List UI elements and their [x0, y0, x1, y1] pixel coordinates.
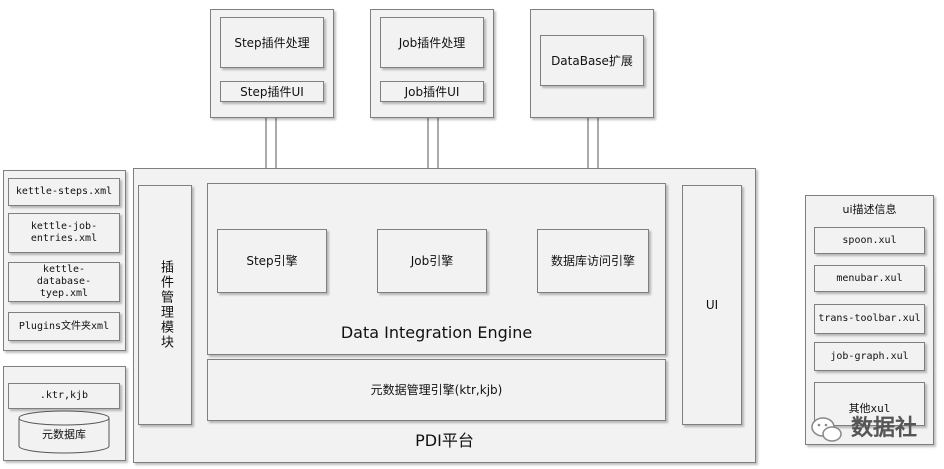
metadata-db-label: 元数据库: [42, 428, 86, 441]
ui-file-job-graph: job-graph.xul: [814, 342, 925, 371]
database-access-engine: 数据库访问引擎: [537, 229, 649, 293]
ui-info-title: ui描述信息: [842, 203, 897, 216]
ui-module: UI: [682, 185, 742, 425]
ui-file-trans-toolbar: trans-toolbar.xul: [814, 304, 925, 334]
watermark: 数据社: [808, 410, 938, 450]
job-plugin-ui: Job插件UI: [380, 81, 484, 102]
ui-file-menubar: menubar.xul: [814, 265, 925, 292]
engine-title: Data Integration Engine: [340, 323, 533, 342]
ui-file-spoon: spoon.xul: [814, 227, 925, 254]
file-ktr-kjb: .ktr,kjb: [8, 383, 120, 409]
watermark-text: 数据社: [850, 416, 917, 441]
file-kettle-job-entries: kettle-job-entries.xml: [8, 213, 120, 253]
job-plugin-process: Job插件处理: [380, 17, 484, 68]
plugin-manager-module: 插件管理模块: [138, 185, 192, 425]
pdi-platform-title: PDI平台: [415, 431, 474, 450]
file-plugins-folder: Plugins文件夹xml: [8, 312, 120, 341]
file-kettle-database-type: kettle-database-tyep.xml: [8, 262, 120, 302]
plugin-manager-label: 插件管理模块: [158, 260, 173, 350]
ui-file-other: 其他xul: [814, 382, 925, 426]
file-kettle-steps: kettle-steps.xml: [8, 178, 120, 206]
step-plugin-process: Step插件处理: [220, 17, 324, 68]
step-engine: Step引擎: [217, 229, 327, 293]
database-extension: DataBase扩展: [540, 35, 644, 86]
ui-file-other-label: 其他xul: [848, 402, 891, 415]
metadata-management-engine: 元数据管理引擎(ktr,kjb): [207, 359, 666, 421]
step-plugin-ui: Step插件UI: [220, 81, 324, 102]
job-engine: Job引擎: [377, 229, 487, 293]
wechat-icon: [811, 417, 842, 442]
